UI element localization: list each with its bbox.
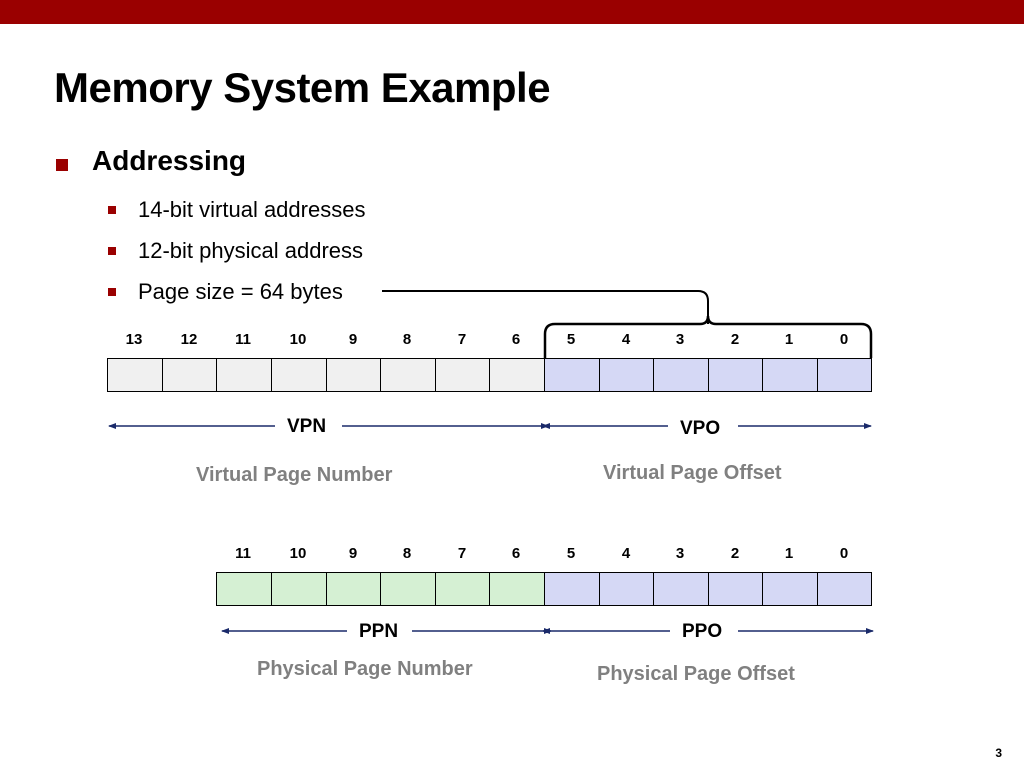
vbit-number: 7 <box>457 331 467 348</box>
ppo-bit-cell <box>653 572 709 606</box>
sub-bullet-marker <box>108 206 116 214</box>
pbit-number: 1 <box>784 545 794 562</box>
vpn-bit-cell <box>107 358 163 392</box>
vbit-number: 11 <box>235 331 251 348</box>
top-accent-bar <box>0 0 1024 24</box>
pbit-number: 0 <box>839 545 849 562</box>
pbit-number: 2 <box>730 545 740 562</box>
bullet-addressing: Addressing <box>92 145 247 176</box>
sub-bullet-text: 14-bit virtual addresses <box>138 197 366 222</box>
pbit-number: 11 <box>235 545 251 562</box>
ppn-bit-cell <box>380 572 436 606</box>
pbit-number: 9 <box>348 545 358 562</box>
vpo-bit-cell <box>544 358 600 392</box>
page-size-leader-line <box>382 290 709 324</box>
ppn-bit-cell <box>326 572 381 606</box>
vbit-number: 5 <box>566 331 576 348</box>
pbit-number: 3 <box>675 545 685 562</box>
ppo-bit-cell <box>817 572 872 606</box>
vbit-number: 13 <box>125 331 143 348</box>
ppo-label: PPO <box>678 621 727 643</box>
pbit-number: 10 <box>289 545 307 562</box>
ppn-bit-cell <box>271 572 327 606</box>
vbit-number: 6 <box>511 331 521 348</box>
vpn-bit-cell <box>271 358 327 392</box>
ppo-bit-cell <box>544 572 600 606</box>
vpo-bit-cell <box>817 358 872 392</box>
vbit-number: 10 <box>289 331 307 348</box>
vpn-bit-cell <box>489 358 545 392</box>
slide-number: 3 <box>995 746 1002 760</box>
ppn-label: PPN <box>355 621 403 643</box>
vpn-bit-cell <box>326 358 381 392</box>
vbit-number: 8 <box>402 331 412 348</box>
bullet-marker <box>56 159 68 171</box>
vpn-bit-cell <box>380 358 436 392</box>
sub-bullet-text: 12-bit physical address <box>138 238 364 263</box>
vpn-bit-cell <box>216 358 272 392</box>
vbit-number: 3 <box>675 331 685 348</box>
vpo-label: VPO <box>676 418 725 440</box>
vpo-bit-cell <box>708 358 763 392</box>
vbit-number: 9 <box>348 331 358 348</box>
vpo-bit-cell <box>653 358 709 392</box>
pbit-number: 8 <box>402 545 412 562</box>
vbit-number: 4 <box>621 331 631 348</box>
vpn-label: VPN <box>283 416 331 438</box>
ppo-description: Physical Page Offset <box>597 663 795 685</box>
ppo-bit-cell <box>599 572 654 606</box>
offset-brace <box>543 315 873 358</box>
sub-bullet-marker <box>108 288 116 296</box>
ppo-bit-cell <box>762 572 818 606</box>
vpn-bit-cell <box>162 358 217 392</box>
ppn-bit-cell <box>435 572 490 606</box>
vbit-number: 0 <box>839 331 849 348</box>
vbit-number: 1 <box>784 331 794 348</box>
sub-bullet-marker <box>108 247 116 255</box>
pbit-number: 7 <box>457 545 467 562</box>
pbit-number: 5 <box>566 545 576 562</box>
vpo-description: Virtual Page Offset <box>603 462 782 484</box>
ppn-bit-cell <box>216 572 272 606</box>
vpo-bit-cell <box>599 358 654 392</box>
sub-bullet-text: Page size = 64 bytes <box>138 279 343 304</box>
pbit-number: 4 <box>621 545 631 562</box>
vpn-description: Virtual Page Number <box>196 464 393 486</box>
vbit-number: 12 <box>180 331 198 348</box>
slide-title: Memory System Example <box>54 64 551 111</box>
ppn-description: Physical Page Number <box>257 658 473 680</box>
vpo-bit-cell <box>762 358 818 392</box>
vbit-number: 2 <box>730 331 740 348</box>
pbit-number: 6 <box>511 545 521 562</box>
